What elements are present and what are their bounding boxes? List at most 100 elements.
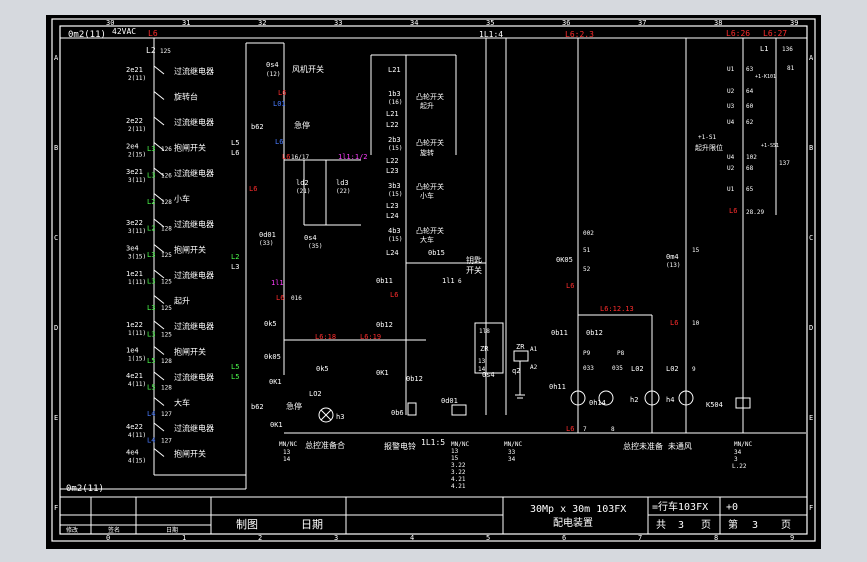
tb-total-label: 共 — [656, 519, 666, 531]
s6-l1: L1 — [760, 45, 768, 53]
s3-ob11: 0b11 — [376, 277, 393, 285]
svg-text:L5: L5 — [231, 363, 239, 371]
relay-sub: 3(11) — [128, 177, 146, 184]
s6-u3: U3 — [727, 103, 735, 110]
s2-016: 016 — [291, 295, 302, 302]
relay-tag: 3e4 — [126, 245, 139, 253]
node-number: 125 — [161, 279, 172, 286]
s2-ok1: 0K1 — [269, 378, 282, 386]
relay-sub: 2(15) — [128, 152, 146, 159]
column-number-bottom: 1 — [182, 534, 186, 542]
s5-9: 9 — [692, 366, 696, 373]
s6-u4: U4 — [727, 119, 735, 126]
tb-page-label: 第 — [728, 518, 738, 531]
section-lift-limit: L1 136 81 U1 63 +1-K101 U2 64 U3 60 U4 6… — [695, 38, 795, 216]
relay-label: 抱闸开关 — [174, 245, 206, 255]
s3-cam-car: 凸轮开关 — [416, 182, 444, 191]
s5-lo2: L02 — [631, 365, 644, 373]
s3-3b3: 3b3 — [388, 182, 401, 190]
inner-frame — [59, 25, 808, 535]
top-bus-label: 0m2(11) — [68, 30, 106, 40]
s6-102: 102 — [746, 154, 757, 161]
s5-oh11: 0h11 — [549, 383, 566, 391]
estop-label: 急停 — [294, 120, 310, 130]
fan-tag: 0s4 — [266, 61, 279, 69]
s5-10: 10 — [692, 320, 700, 327]
s3-6: 6 — [458, 278, 462, 285]
s5-033: 033 — [583, 365, 594, 372]
node-number: 125 — [161, 332, 172, 339]
s2-mnnc: MN/NC — [279, 441, 297, 448]
s4-mnnc: MN/NC — [504, 441, 522, 448]
relay-tag: 1e21 — [126, 270, 143, 278]
outer-frame — [51, 18, 816, 542]
relay-label: 旋转台 — [174, 92, 198, 102]
s5-oh14: 0h14 — [589, 399, 606, 407]
tb-project: 30Mp x 30m 103FX — [530, 504, 626, 515]
s5-34: 34 — [734, 449, 742, 456]
node-label: L2 — [147, 225, 155, 233]
sub-value: 13 — [451, 448, 459, 455]
tb-revision: +0 — [726, 502, 738, 513]
sub-value: 4.21 — [451, 476, 466, 483]
section-fan-estop: 0s4 (12) 风机开关 L6 L01 b62 急停 L6 L6 16/17 … — [246, 42, 806, 463]
node-number: 126 — [161, 146, 172, 153]
column-number-top: 37 — [638, 19, 646, 27]
node-number: 126 — [161, 173, 172, 180]
s3-l21: L21 — [388, 66, 401, 74]
relay-sub: 3(15) — [128, 254, 146, 261]
node-label: L3 — [147, 172, 155, 180]
s2-b62b: b62 — [251, 403, 264, 411]
s2-estop2: 急停 — [286, 401, 302, 411]
s3-2b3-sub: (15) — [388, 145, 402, 152]
relay-sub: 2(11) — [128, 75, 146, 82]
left-l6: L6 — [148, 29, 158, 38]
column-number-bottom: 2 — [258, 534, 262, 542]
s3-ob15: 0b15 — [428, 249, 445, 257]
s6-s51: +1-S51 — [761, 143, 779, 149]
s4-14: 14 — [478, 366, 486, 373]
s6-62: 62 — [746, 119, 754, 126]
s3-key1: 钥匙 — [466, 255, 482, 265]
relay-tag: 2e21 — [126, 66, 143, 74]
s6-60: 60 — [746, 103, 754, 110]
s6-u2b: U2 — [727, 165, 735, 172]
s2-ld3-sub: (22) — [336, 188, 350, 195]
s5-h2: h2 — [630, 396, 638, 404]
lamp-oh11 — [570, 390, 586, 406]
column-number-top: 34 — [410, 19, 418, 27]
od01-coil — [451, 404, 467, 416]
s3-ob6: 0b6 — [391, 409, 404, 417]
s3-cam-big: 凸轮开关 — [416, 226, 444, 235]
s5-52: 52 — [583, 266, 591, 273]
relay-contact — [153, 65, 165, 75]
node-number: 127 — [161, 438, 172, 445]
s3-l6-e: L6 — [390, 291, 398, 299]
s5-51: 51 — [583, 247, 591, 254]
s2-13: 13 — [283, 449, 291, 456]
tb-subtitle: 配电装置 — [553, 516, 593, 529]
s5-l6-f: L6 — [566, 282, 574, 290]
node-label: L5 — [147, 384, 155, 392]
s2-l1: 1l1 — [271, 279, 284, 287]
s5-p9: P9 — [583, 350, 591, 357]
s4-zr2: ZR — [516, 343, 525, 351]
l6-23-label: L6:2.3 — [565, 30, 594, 39]
node-number: 125 — [161, 252, 172, 259]
relay-contact — [153, 244, 165, 253]
node-label: L3 — [147, 331, 155, 339]
bell-coil — [407, 402, 417, 416]
s5-om4: 0m4 — [666, 253, 679, 261]
zr-box — [474, 322, 504, 374]
relay-contact — [153, 397, 165, 406]
s5-mnnc: MN/NC — [734, 441, 752, 448]
node-number: 128 — [161, 199, 172, 206]
sub-value: 15 — [451, 455, 459, 462]
s5-om4-sub: (13) — [666, 262, 680, 269]
s2-l6-a: L6 — [278, 89, 286, 97]
column-number-top: 39 — [790, 19, 798, 27]
s5-h4: h4 — [666, 396, 674, 404]
